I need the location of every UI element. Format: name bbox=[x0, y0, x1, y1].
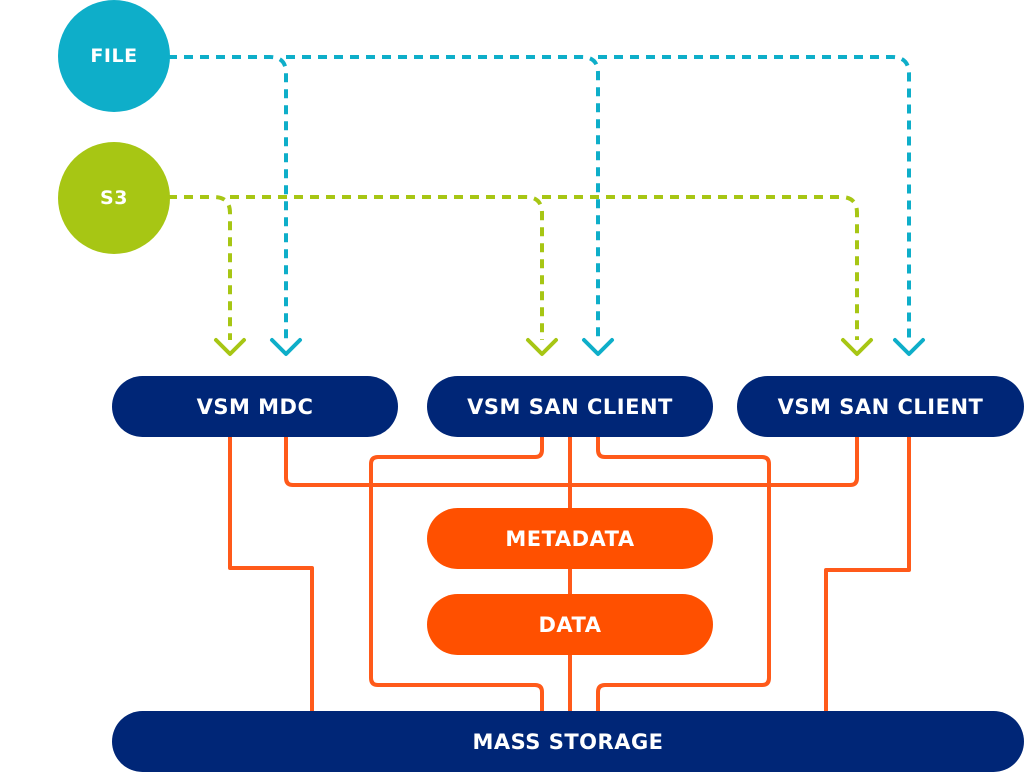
s3-to-san1-line bbox=[230, 195, 544, 340]
vsm-mdc-label: VSM MDC bbox=[196, 394, 314, 419]
file-protocol-circle: FILE bbox=[58, 0, 170, 112]
vsm-san-client-label-1: VSM SAN CLIENT bbox=[467, 394, 673, 419]
mdc-to-storage-line bbox=[228, 436, 314, 712]
file-to-san2-line bbox=[598, 55, 911, 340]
vsm-san-client-node-2: VSM SAN CLIENT bbox=[737, 376, 1024, 437]
s3-to-san2-line bbox=[542, 195, 859, 340]
s3-protocol-circle: S3 bbox=[58, 142, 170, 254]
vsm-mdc-node: VSM MDC bbox=[112, 376, 398, 437]
data-node: DATA bbox=[427, 594, 713, 655]
mass-storage-node: MASS STORAGE bbox=[112, 711, 1024, 772]
data-label: DATA bbox=[538, 612, 602, 637]
mass-storage-label: MASS STORAGE bbox=[472, 729, 664, 754]
san1-left-loop-line bbox=[369, 436, 544, 712]
file-protocol-label: FILE bbox=[90, 45, 138, 67]
san2-to-storage-line bbox=[824, 436, 911, 712]
san1-right-loop-line bbox=[596, 436, 771, 712]
vsm-san-client-label-2: VSM SAN CLIENT bbox=[777, 394, 984, 419]
s3-arrow-san2 bbox=[841, 338, 873, 356]
file-to-mdc-line bbox=[168, 55, 288, 340]
metadata-label: METADATA bbox=[505, 526, 635, 551]
file-arrow-san2 bbox=[893, 338, 925, 356]
file-to-san1-line bbox=[286, 55, 600, 340]
file-arrow-mdc bbox=[270, 338, 302, 356]
file-arrow-san1 bbox=[582, 338, 614, 356]
s3-arrow-mdc bbox=[214, 338, 246, 356]
metadata-node: METADATA bbox=[427, 508, 713, 569]
s3-protocol-label: S3 bbox=[100, 187, 128, 209]
s3-arrow-san1 bbox=[526, 338, 558, 356]
s3-to-mdc-line bbox=[168, 195, 232, 340]
vsm-san-client-node-1: VSM SAN CLIENT bbox=[427, 376, 713, 437]
